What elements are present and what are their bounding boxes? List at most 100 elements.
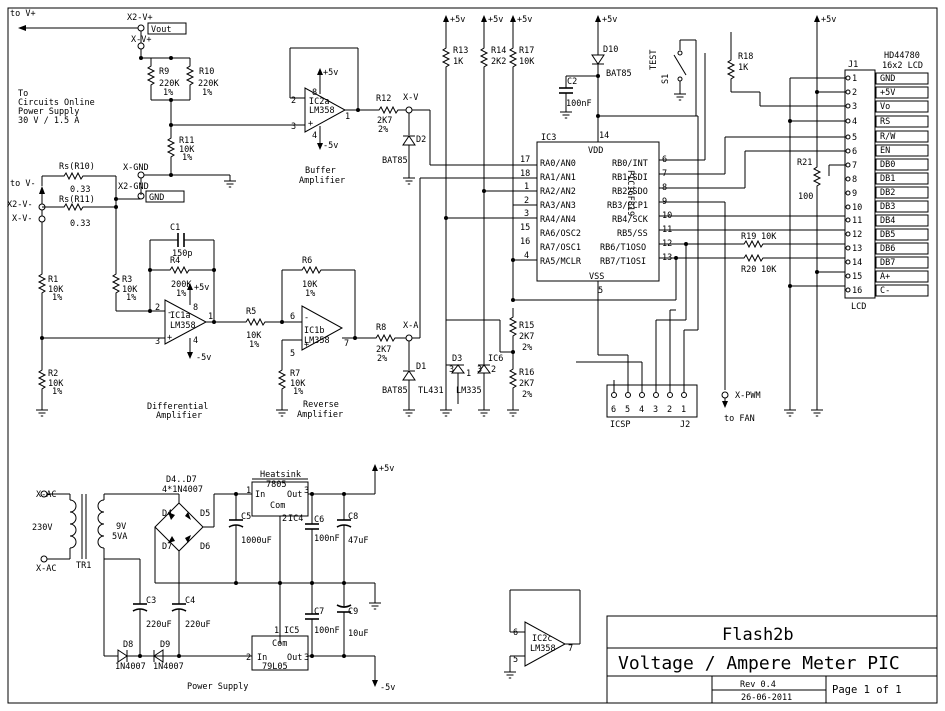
title-block: Flash2b Voltage / Ampere Meter PIC Rev 0… [606, 615, 938, 704]
svg-text:16x2 LCD: 16x2 LCD [882, 61, 923, 71]
svg-text:X-V: X-V [403, 93, 418, 103]
svg-text:11: 11 [852, 216, 862, 226]
svg-text:Circuits Online: Circuits Online [18, 98, 95, 108]
lcd-header[interactable] [844, 69, 876, 299]
svg-text:0.33: 0.33 [70, 219, 90, 229]
svg-text:+5v: +5v [821, 15, 836, 25]
svg-text:Out: Out [287, 490, 302, 500]
svg-text:RA5/MCLR: RA5/MCLR [540, 257, 582, 267]
svg-text:J1: J1 [848, 60, 858, 70]
svg-text:RA3/AN3: RA3/AN3 [540, 201, 576, 211]
svg-text:IC4: IC4 [288, 514, 303, 524]
label-c2: C2 [567, 77, 577, 87]
label-r17: R17 [519, 46, 534, 56]
svg-text:RA4/AN4: RA4/AN4 [540, 215, 576, 225]
svg-text:7: 7 [344, 339, 349, 349]
svg-text:0.33: 0.33 [70, 185, 90, 195]
svg-text:2K7: 2K7 [377, 116, 392, 126]
svg-text:In: In [255, 490, 265, 500]
svg-text:Out: Out [287, 653, 302, 663]
svg-text:10: 10 [852, 203, 862, 213]
label-d2: D2 [416, 135, 426, 145]
svg-text:X-A: X-A [403, 321, 418, 331]
connector-x-pwm[interactable] [721, 391, 729, 399]
svg-text:BAT85: BAT85 [382, 156, 408, 166]
svg-text:-5v: -5v [196, 353, 211, 363]
svg-text:3: 3 [155, 337, 160, 347]
svg-text:6: 6 [611, 405, 616, 415]
label-r4: R4 [170, 256, 180, 266]
svg-text:LM358: LM358 [170, 321, 196, 331]
connector-x-a[interactable] [405, 334, 413, 342]
svg-text:X-AC: X-AC [36, 564, 56, 574]
svg-text:200K: 200K [171, 280, 192, 290]
svg-text:10K: 10K [48, 285, 64, 295]
svg-text:EN: EN [880, 146, 890, 156]
svg-text:RB1/SDI: RB1/SDI [612, 173, 648, 183]
label-d9: D9 [160, 640, 170, 650]
svg-text:C-: C- [880, 286, 890, 296]
svg-text:100nF: 100nF [314, 534, 340, 544]
svg-text:VSS: VSS [589, 272, 604, 282]
connector-x-v[interactable] [405, 106, 413, 114]
svg-text:7: 7 [852, 161, 857, 171]
connector-x-ac-2[interactable] [40, 555, 48, 563]
svg-text:TL431: TL431 [418, 386, 444, 396]
svg-text:100nF: 100nF [566, 99, 592, 109]
svg-text:1%: 1% [52, 387, 62, 397]
svg-text:RB0/INT: RB0/INT [612, 159, 648, 169]
svg-text:6: 6 [852, 147, 857, 157]
svg-text:5: 5 [852, 133, 857, 143]
svg-text:D4: D4 [162, 509, 172, 519]
svg-text:TR1: TR1 [76, 561, 91, 571]
svg-text:J2: J2 [680, 420, 690, 430]
svg-text:10K: 10K [290, 379, 306, 389]
label-s1-test: TEST [649, 50, 659, 70]
svg-text:D5: D5 [200, 509, 210, 519]
connector-x2-vplus[interactable] [137, 24, 145, 32]
label-r7: R7 [290, 369, 300, 379]
svg-text:220K: 220K [159, 79, 180, 89]
svg-text:1K: 1K [453, 57, 464, 67]
svg-text:1: 1 [852, 74, 857, 84]
icsp-header[interactable] [606, 384, 698, 418]
label-to-vplus: to V+ [10, 9, 36, 19]
svg-text:RA1/AN1: RA1/AN1 [540, 173, 576, 183]
svg-text:LM335: LM335 [456, 386, 482, 396]
svg-text:30 V / 1.5 A: 30 V / 1.5 A [18, 116, 79, 126]
svg-text:10K: 10K [302, 280, 318, 290]
svg-text:Reverse: Reverse [303, 400, 339, 410]
svg-text:-: - [308, 93, 313, 103]
label-r12: R12 [376, 94, 391, 104]
label-x-vminus: X-V- [12, 214, 32, 224]
svg-text:LM358: LM358 [309, 106, 335, 116]
svg-text:GND: GND [880, 74, 895, 84]
pic-right-pins: 6 RB0/INT 7 RB1/SDI 8 RB2/SDO 9 RB3/CCP1… [600, 155, 672, 267]
svg-text:DB6: DB6 [880, 244, 895, 254]
svg-text:2: 2 [491, 365, 496, 375]
connector-x-vminus[interactable] [38, 215, 46, 223]
title-block-title: Voltage / Ampere Meter PIC [618, 653, 900, 674]
svg-text:79L05: 79L05 [262, 662, 288, 672]
svg-text:1%: 1% [182, 153, 192, 163]
title-block-name: Flash2b [722, 625, 794, 645]
svg-text:2: 2 [155, 303, 160, 313]
svg-text:1: 1 [681, 405, 686, 415]
svg-text:DB4: DB4 [880, 216, 895, 226]
differential-amplifier: R1 10K 1% R2 10K 1% R3 10K 1% IC1a LM358… [35, 223, 302, 421]
opamp-ic1a [164, 299, 208, 345]
svg-text:DB5: DB5 [880, 230, 895, 240]
svg-text:10K: 10K [246, 331, 262, 341]
svg-text:2K7: 2K7 [519, 379, 534, 389]
label-x2-vplus: X2-V+ [127, 13, 153, 23]
label-s1: S1 [661, 74, 671, 84]
label-c8: C8 [348, 512, 358, 522]
svg-text:2K7: 2K7 [376, 345, 391, 355]
svg-text:3: 3 [477, 365, 482, 375]
svg-text:2%: 2% [522, 390, 532, 400]
svg-text:7: 7 [568, 644, 573, 654]
opamp-ic1b [301, 305, 344, 351]
svg-text:RB3/CCP1: RB3/CCP1 [607, 201, 648, 211]
svg-text:230V: 230V [32, 523, 52, 533]
